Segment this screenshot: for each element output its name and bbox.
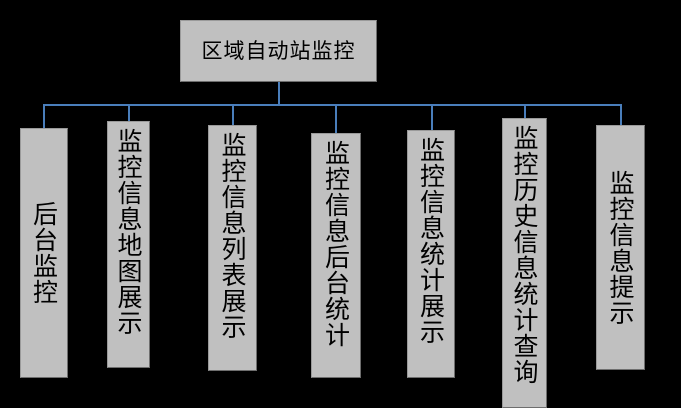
- node-child-7-label: 监控信息提示: [606, 169, 635, 326]
- node-child-4-label: 监控信息后台统计: [321, 140, 351, 348]
- node-child-6[interactable]: 监控历史信息统计查询: [502, 118, 547, 408]
- node-child-1-label: 后台监控: [29, 201, 59, 305]
- connector-drop-7: [620, 104, 622, 125]
- node-child-5[interactable]: 监控信息统计展示: [407, 130, 455, 378]
- node-child-4[interactable]: 监控信息后台统计: [311, 133, 361, 378]
- connector-drop-1: [43, 104, 45, 128]
- connector-drop-5: [431, 104, 433, 130]
- node-child-3-label: 监控信息列表展示: [218, 132, 247, 340]
- node-child-3[interactable]: 监控信息列表展示: [208, 125, 257, 371]
- node-child-7[interactable]: 监控信息提示: [596, 125, 645, 370]
- connector-drop-3: [232, 104, 234, 125]
- node-child-5-label: 监控信息统计展示: [416, 137, 446, 345]
- node-root-label: 区域自动站监控: [201, 38, 356, 63]
- node-child-2-label: 监控信息地图展示: [114, 128, 143, 336]
- node-child-1[interactable]: 后台监控: [20, 128, 68, 378]
- node-root[interactable]: 区域自动站监控: [180, 20, 377, 82]
- connector-drop-4: [335, 104, 337, 133]
- connector-drop-2: [128, 104, 130, 121]
- node-child-6-label: 监控历史信息统计查询: [510, 125, 539, 385]
- node-child-2[interactable]: 监控信息地图展示: [107, 121, 150, 368]
- connector-drop-6: [524, 104, 526, 118]
- connector-horizontal-bus: [44, 104, 622, 106]
- connector-root-stem: [278, 82, 280, 106]
